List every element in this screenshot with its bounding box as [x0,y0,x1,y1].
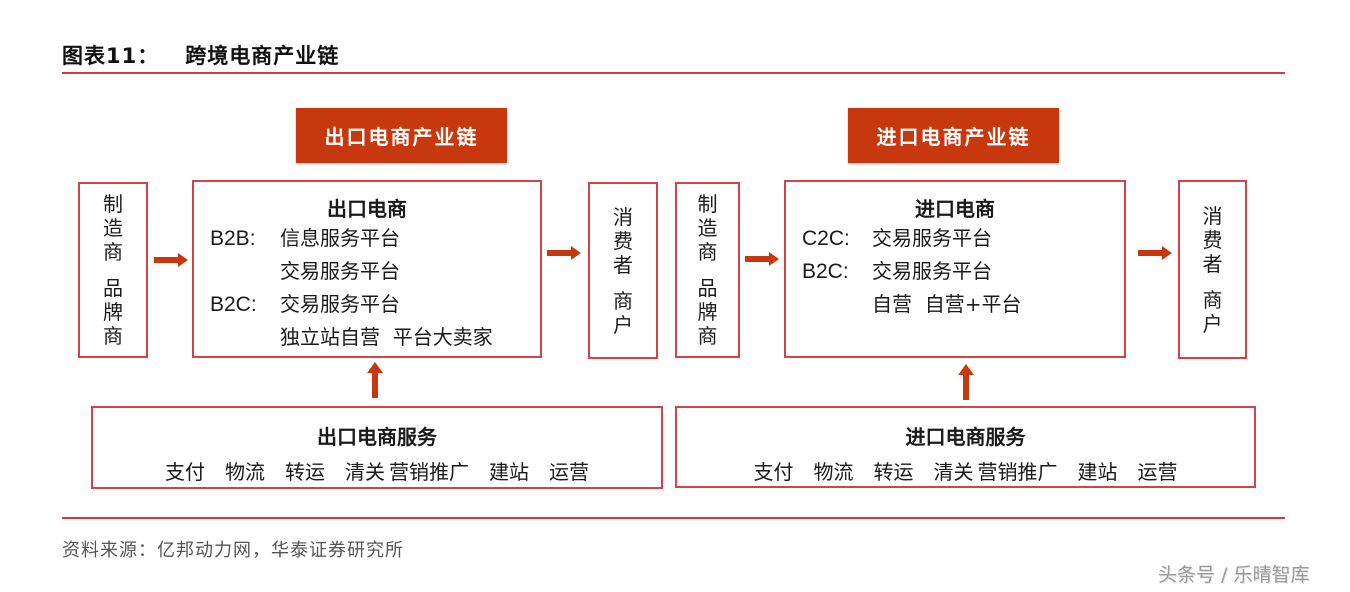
row-label [210,255,280,288]
import-ecommerce-box: 进口电商 C2C: 交易服务平台 B2C: 交易服务平台 自营 自营+平台 [784,180,1126,358]
row-label [210,321,280,354]
row-text: 交易服务平台 [872,259,992,283]
service-item: 支付 [753,460,794,484]
export-consumer-text: 消费者 商户 [612,205,634,337]
service-item: 运营 [1137,460,1178,484]
import-row: C2C: 交易服务平台 [802,222,1124,255]
arrow-right-icon [1138,246,1172,260]
import-services-title: 进口电商服务 [905,425,1026,449]
import-supplier-text: 制造商 品牌商 [697,192,719,348]
arrow-right-icon [154,253,188,267]
service-item: 清关 [933,460,974,484]
service-item: 转运 [873,460,914,484]
row-text: 独立站自营 平台大卖家 [280,325,493,349]
arrow-up-icon [367,362,383,398]
export-services-list: 支付 物流 转运 清关 营销推广 建站 运营 [93,456,661,485]
export-chain-header: 出口电商产业链 [296,108,507,163]
import-ecommerce-title: 进口电商 [915,197,995,221]
service-item: 清关 [345,460,385,484]
export-ecommerce-box: 出口电商 B2B: 信息服务平台 交易服务平台 B2C: 交易服务平台 独立站自营 … [192,180,542,358]
figure-label: 图表11： [62,44,160,68]
row-text: 交易服务平台 [280,259,400,283]
supplier-manufacturer: 制造商 [103,192,123,264]
service-item: 运营 [549,460,589,484]
consumer-label: 消费者 [1202,203,1223,276]
export-row: B2B: 信息服务平台 [210,222,540,255]
merchant-label: 商户 [613,288,633,337]
export-supplier-box: 制造商 品牌商 [78,182,148,358]
top-divider [62,72,1285,74]
bottom-divider [62,517,1285,519]
export-ecommerce-title: 出口电商 [327,197,407,221]
arrow-up-icon [958,364,974,400]
service-item: 物流 [225,460,265,484]
figure-title-text: 跨境电商产业链 [185,44,340,68]
supplier-brand: 品牌商 [103,276,123,348]
row-label [802,288,872,321]
export-row: 独立站自营 平台大卖家 [210,321,540,354]
row-label: B2B: [210,227,256,250]
figure-title: 图表11： 跨境电商产业链 [62,40,339,70]
import-services-list: 支付 物流 转运 清关 营销推广 建站 运营 [677,456,1254,485]
service-item: 支付 [165,460,205,484]
service-item: 建站 [489,460,529,484]
row-label: C2C: [802,227,850,250]
export-consumer-box: 消费者 商户 [588,182,658,359]
row-text: 交易服务平台 [872,226,992,250]
import-supplier-box: 制造商 品牌商 [675,182,740,358]
watermark: 头条号 / 乐晴智库 [1158,564,1310,586]
service-item: 物流 [813,460,854,484]
row-label: B2C: [802,260,849,283]
service-item: 营销推广 [389,460,469,484]
arrow-right-icon [547,246,581,260]
merchant-label: 商户 [1202,287,1223,336]
import-consumer-text: 消费者 商户 [1202,204,1224,336]
service-item: 建站 [1077,460,1118,484]
service-item: 转运 [285,460,325,484]
supplier-brand: 品牌商 [697,276,718,348]
export-services-box: 出口电商服务 支付 物流 转运 清关 营销推广 建站 运营 [91,406,663,489]
arrow-right-icon [745,252,779,266]
export-row: B2C: 交易服务平台 [210,288,540,321]
export-supplier-text: 制造商 品牌商 [102,192,124,348]
service-item: 营销推广 [977,460,1058,484]
export-chain-header-text: 出口电商产业链 [324,125,479,149]
import-row: 自营 自营+平台 [802,288,1124,321]
import-services-box: 进口电商服务 支付 物流 转运 清关 营销推广 建站 运营 [675,406,1256,488]
row-label: B2C: [210,293,257,316]
import-row: B2C: 交易服务平台 [802,255,1124,288]
row-text: 交易服务平台 [280,292,400,316]
export-row: 交易服务平台 [210,255,540,288]
row-text: 自营 自营+平台 [872,292,1022,316]
source-note: 资料来源：亿邦动力网，华泰证券研究所 [62,540,404,561]
consumer-label: 消费者 [613,204,633,277]
row-text: 信息服务平台 [280,226,400,250]
export-services-title: 出口电商服务 [317,425,437,449]
supplier-manufacturer: 制造商 [697,192,718,264]
import-chain-header: 进口电商产业链 [848,108,1059,163]
import-consumer-box: 消费者 商户 [1178,180,1247,359]
import-chain-header-text: 进口电商产业链 [876,125,1031,149]
